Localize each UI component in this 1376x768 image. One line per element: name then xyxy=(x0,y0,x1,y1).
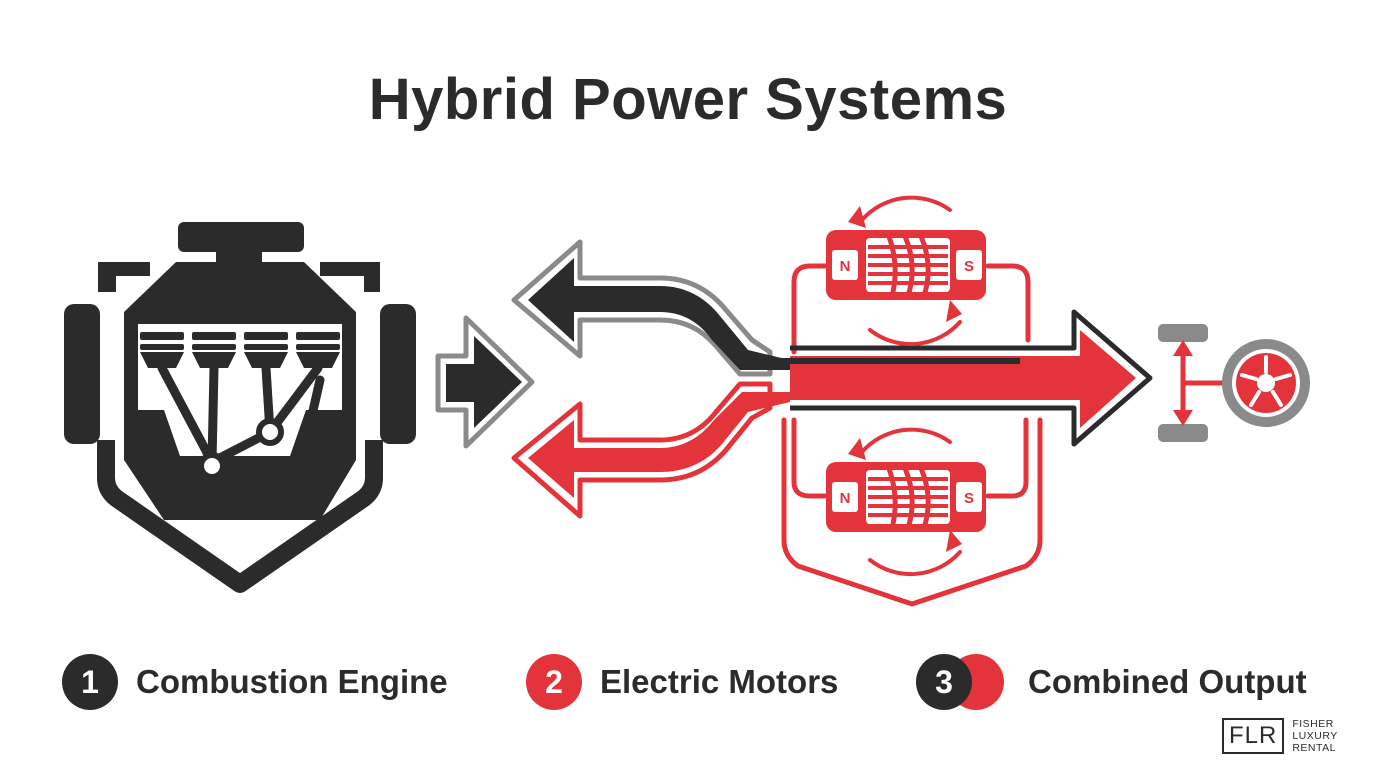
circuit-lines xyxy=(781,263,1043,607)
piston-icon xyxy=(140,332,184,368)
drive-axle-icon xyxy=(1158,324,1230,442)
electric-motor-icon: N S xyxy=(826,195,986,347)
piston-icon xyxy=(192,332,236,368)
south-pole-label: S xyxy=(964,490,974,507)
rotation-arrows-icon xyxy=(860,195,962,347)
legend-item-combined-output: 3 Combined Output xyxy=(916,650,1307,714)
legend-label: Combined Output xyxy=(1028,663,1307,700)
brand-name: FISHER LUXURY RENTAL xyxy=(1292,718,1337,754)
wheel-icon xyxy=(1222,339,1310,427)
rotation-arrows-icon xyxy=(860,427,962,577)
south-pole-label: S xyxy=(964,258,974,275)
brand-logo: FLR FISHER LUXURY RENTAL xyxy=(1222,718,1338,754)
brand-line: RENTAL xyxy=(1292,742,1336,754)
combined-output-arrow xyxy=(760,309,1153,447)
legend-label: Electric Motors xyxy=(600,663,839,700)
piston-icon xyxy=(296,332,340,368)
brand-line: FISHER xyxy=(1292,718,1334,730)
brand-line: LUXURY xyxy=(1292,730,1338,742)
legend-number-badge: 1 xyxy=(62,654,118,710)
brand-mark: FLR xyxy=(1222,718,1285,754)
engine-icon xyxy=(64,222,416,593)
north-pole-label: N xyxy=(840,490,851,507)
legend-item-combustion-engine: 1 Combustion Engine xyxy=(62,650,448,714)
electric-motor-icon: N S xyxy=(826,427,986,577)
legend-label: Combustion Engine xyxy=(136,663,448,700)
page-title: Hybrid Power Systems xyxy=(368,67,1008,132)
upper-branch-arrow xyxy=(511,239,790,377)
lower-branch-arrow xyxy=(511,381,790,519)
piston-icon xyxy=(244,332,288,368)
engine-output-arrow xyxy=(435,315,535,449)
legend-number-badge: 2 xyxy=(526,654,582,710)
legend-number-badge: 3 xyxy=(916,654,972,710)
legend-item-electric-motors: 2 Electric Motors xyxy=(526,650,838,714)
combined-badge-pair: 3 xyxy=(916,654,1028,710)
north-pole-label: N xyxy=(840,258,851,275)
